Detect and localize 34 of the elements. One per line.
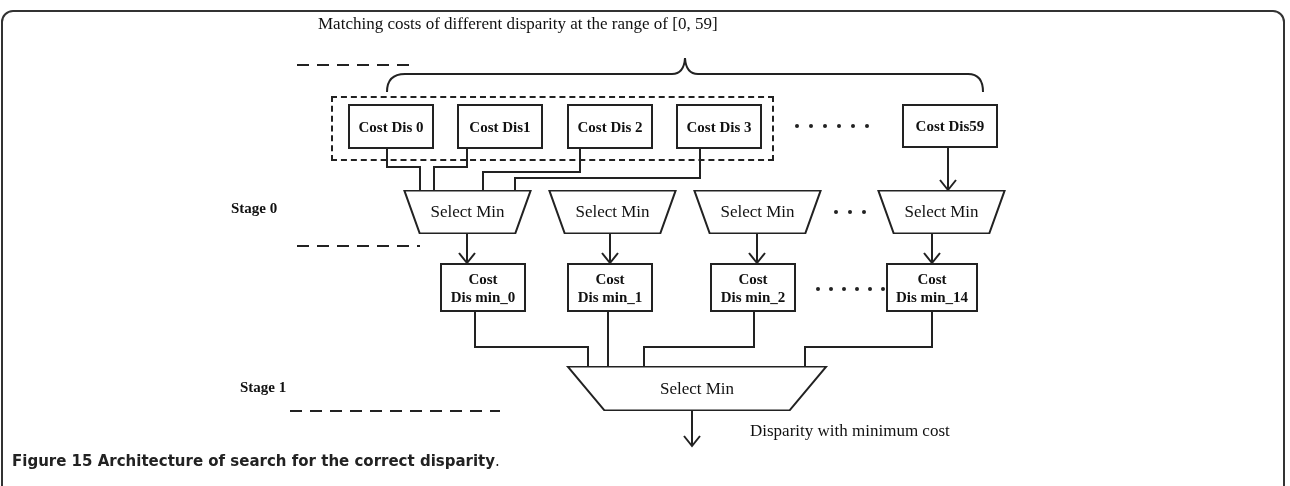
connector-line: [482, 148, 581, 191]
connector-line: [433, 148, 468, 191]
arrow: [939, 147, 957, 191]
select-min-trapezoid: Select Min: [403, 190, 532, 234]
connector-line: [607, 311, 609, 367]
cost-box: Cost Dis59: [902, 104, 998, 148]
arrow: [683, 410, 701, 447]
cost-box: Cost Dis 3: [676, 104, 762, 149]
cost-box: Cost Dis min_1: [567, 263, 653, 312]
cost-box: Cost Dis 0: [348, 104, 434, 149]
arrow: [458, 233, 476, 264]
cost-box: Cost Dis min_0: [440, 263, 526, 312]
connector-line: [804, 311, 933, 367]
cost-box: Cost Dis 2: [567, 104, 653, 149]
brace-label: Matching costs of different disparity at the range of [0, 59]: [318, 14, 718, 34]
arrow: [601, 233, 619, 264]
dashed-group-box: [331, 96, 774, 161]
stage-label: Stage 0: [231, 200, 278, 217]
select-min-trapezoid: Select Min: [877, 190, 1006, 234]
figure-caption: Figure 15 Architecture of search for the correct disparity.: [12, 452, 500, 470]
select-min-trapezoid: Select Min: [693, 190, 822, 234]
arrow: [748, 233, 766, 264]
cost-box: Cost Dis min_14: [886, 263, 978, 312]
connector-line: [474, 311, 589, 367]
select-min-trapezoid: Select Min: [548, 190, 677, 234]
connector-line: [386, 148, 421, 191]
connector-line: [514, 148, 701, 191]
connector-line: [643, 311, 755, 367]
cost-box: Cost Dis1: [457, 104, 543, 149]
select-min-trapezoid: Select Min: [565, 366, 829, 411]
cost-box: Cost Dis min_2: [710, 263, 796, 312]
output-label: Disparity with minimum cost: [750, 421, 950, 441]
arrow: [923, 233, 941, 264]
stage-label: Stage 1: [240, 379, 287, 396]
